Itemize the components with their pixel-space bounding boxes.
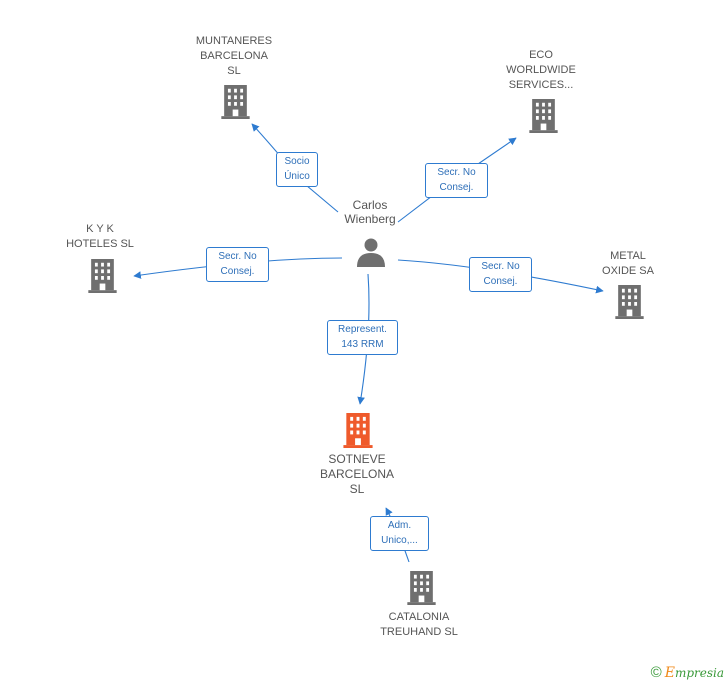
node-label-eco[interactable]: ECO WORLDWIDE SERVICES... — [506, 49, 576, 91]
edge-label-catalonia[interactable]: Adm. Unico,... — [370, 516, 429, 551]
node-label-muntaneres[interactable]: MUNTANERES BARCELONA SL — [195, 35, 273, 77]
edge-label-metal[interactable]: Secr. No Consej. — [469, 257, 532, 292]
node-label-person[interactable]: Carlos Wienberg — [344, 198, 396, 226]
person-icon[interactable] — [357, 238, 385, 268]
node-label-catalonia[interactable]: CATALONIA TREUHAND SL — [380, 611, 458, 638]
building-icon-sotneve[interactable] — [343, 413, 373, 448]
edge-label-muntaneres[interactable]: Socio Único — [276, 152, 318, 187]
copyright-icon: © — [650, 664, 662, 681]
building-icon-catalonia[interactable] — [407, 571, 436, 605]
edge-label-kyk[interactable]: Secr. No Consej. — [206, 247, 269, 282]
empresia-logo[interactable]: Empresia — [664, 664, 724, 681]
node-label-metal[interactable]: METAL OXIDE SA — [602, 250, 654, 277]
footer-brand[interactable]: © Empresia — [651, 664, 724, 681]
node-label-sotneve[interactable]: SOTNEVE BARCELONA SL — [319, 452, 395, 496]
building-icon-muntaneres[interactable] — [221, 85, 250, 119]
node-label-kyk[interactable]: K Y K HOTELES SL — [66, 223, 134, 250]
edge-label-eco[interactable]: Secr. No Consej. — [425, 163, 488, 198]
edge-label-sotneve[interactable]: Represent. 143 RRM — [327, 320, 398, 355]
building-icon-eco[interactable] — [529, 99, 558, 133]
building-icon-metal[interactable] — [615, 285, 644, 319]
building-icon-kyk[interactable] — [88, 259, 117, 293]
